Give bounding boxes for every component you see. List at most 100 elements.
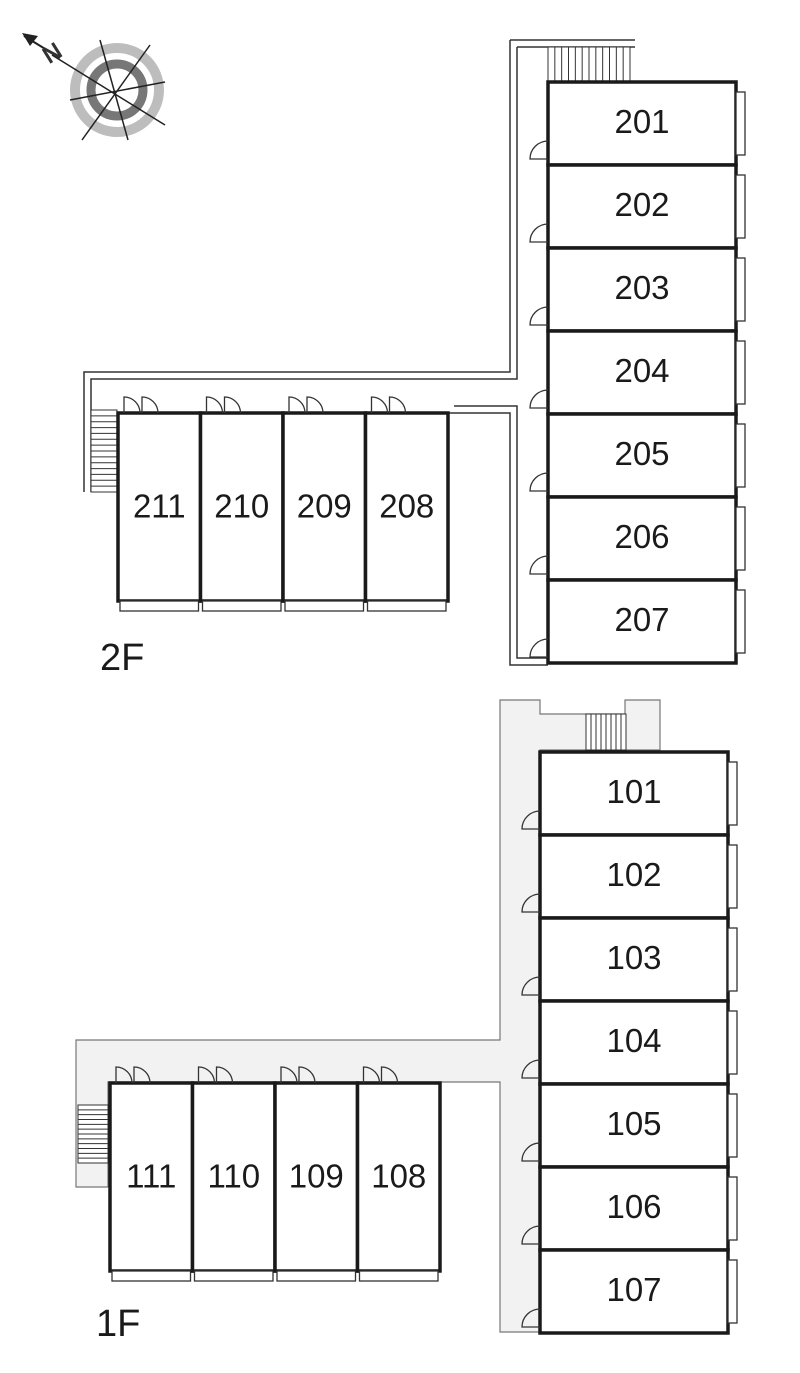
balcony [119,600,200,612]
unit-111[interactable]: 111 [108,1066,195,1282]
unit-number-label: 201 [614,103,669,140]
unit-105[interactable]: 105 [521,1082,738,1169]
unit-number-label: 206 [614,518,669,555]
door-icon [521,1142,541,1162]
unit-number-label: 203 [614,269,669,306]
unit-outline [538,833,730,920]
unit-outline [198,411,285,603]
unit-201[interactable]: 201 [529,80,746,167]
balcony [727,844,738,909]
unit-outline [355,1081,442,1273]
unit-outline [116,411,203,603]
unit-number-label: 202 [614,186,669,223]
unit-number-label: 211 [133,488,186,525]
unit-208[interactable]: 208 [363,396,450,612]
unit-101[interactable]: 101 [521,750,738,837]
unit-number-label: 110 [207,1158,260,1195]
balcony [735,174,746,239]
unit-number-label: 111 [126,1158,176,1195]
unit-209[interactable]: 209 [281,396,368,612]
balcony [735,91,746,156]
unit-outline [538,1248,730,1335]
unit-number-label: 109 [289,1158,344,1195]
unit-205[interactable]: 205 [529,412,746,499]
unit-outline [546,412,738,499]
floor-label-1f: 1F [96,1303,140,1345]
unit-211[interactable]: 211 [116,396,203,612]
balcony [366,600,447,612]
unit-110[interactable]: 110 [190,1066,277,1282]
unit-204[interactable]: 204 [529,329,746,416]
unit-108[interactable]: 108 [355,1066,442,1282]
door-icon [370,396,407,414]
balcony [727,761,738,826]
stairs-1f-left [77,1104,109,1164]
balcony [727,1010,738,1075]
door-icon [362,1066,399,1084]
unit-number-label: 210 [214,488,269,525]
unit-109[interactable]: 109 [273,1066,360,1282]
balcony [276,1270,357,1282]
unit-number-label: 104 [606,1022,661,1059]
balcony [735,340,746,405]
stairs-1f-top [585,713,627,751]
balcony [735,257,746,322]
unit-number-label: 101 [606,773,661,810]
unit-number-label: 107 [606,1271,661,1308]
unit-number-label: 103 [606,939,661,976]
unit-107[interactable]: 107 [521,1248,738,1335]
unit-103[interactable]: 103 [521,916,738,1003]
door-icon [521,1225,541,1245]
unit-207[interactable]: 207 [529,578,746,665]
door-icon [197,1066,234,1084]
unit-outline [546,329,738,416]
unit-210[interactable]: 210 [198,396,285,612]
door-icon [529,389,549,409]
door-icon [521,1059,541,1079]
door-icon [521,810,541,830]
stairs-2f-top [547,46,631,82]
balcony [727,927,738,992]
unit-outline [190,1081,277,1273]
floor-label-2f: 2F [100,637,144,679]
unit-number-label: 205 [614,435,669,472]
door-icon [521,976,541,996]
balcony [735,506,746,571]
door-icon [529,638,549,658]
unit-number-label: 207 [614,601,669,638]
balcony [727,1176,738,1241]
unit-number-label: 208 [379,488,434,525]
balcony [727,1093,738,1158]
unit-202[interactable]: 202 [529,163,746,250]
balcony [735,589,746,654]
compass-north-label: N [38,38,67,70]
unit-102[interactable]: 102 [521,833,738,920]
unit-106[interactable]: 106 [521,1165,738,1252]
balcony [735,423,746,488]
unit-outline [546,163,738,250]
door-icon [288,396,324,414]
unit-number-label: 106 [606,1188,661,1225]
balcony [284,600,365,612]
unit-outline [546,578,738,665]
floor-1f: 101 102 103 104 105 106 107 111 110 109 108 1F [75,699,738,1345]
stairs-2f-left [90,409,118,493]
unit-number-label: 209 [297,488,352,525]
door-icon [529,472,549,492]
unit-number-label: 102 [606,856,661,893]
balcony [111,1270,192,1282]
door-icon [529,223,549,243]
door-icon [123,396,159,414]
door-icon [521,893,541,913]
unit-203[interactable]: 203 [529,246,746,333]
unit-104[interactable]: 104 [521,999,738,1086]
balcony [727,1259,738,1324]
unit-number-label: 204 [614,352,669,389]
door-icon [115,1066,151,1084]
unit-outline [546,246,738,333]
unit-206[interactable]: 206 [529,495,746,582]
unit-outline [363,411,450,603]
unit-outline [538,750,730,837]
unit-number-label: 105 [606,1105,661,1142]
